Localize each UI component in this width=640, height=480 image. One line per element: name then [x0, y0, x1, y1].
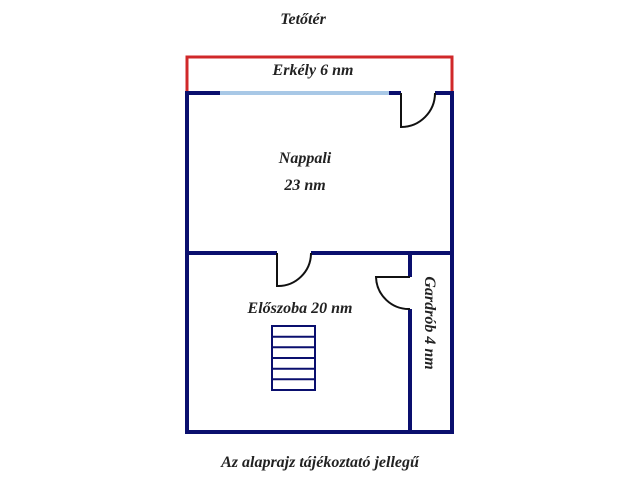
floor-title: Tetőtér — [280, 11, 326, 28]
wardrobe-door — [374, 276, 411, 311]
hall-door — [276, 252, 312, 288]
hall-label: Előszoba 20 nm — [247, 300, 353, 317]
balcony-door — [400, 92, 436, 129]
walls — [185, 91, 454, 434]
disclaimer: Az alaprajz tájékoztató jellegű — [220, 454, 420, 471]
living-room-area: 23 nm — [283, 177, 325, 194]
staircase — [271, 325, 316, 391]
balcony-label: Erkély 6 nm — [272, 62, 354, 79]
balcony-outline — [185, 55, 454, 93]
wardrobe-label: Gardrób 4 nm — [421, 276, 438, 369]
living-room-name: Nappali — [278, 150, 332, 167]
